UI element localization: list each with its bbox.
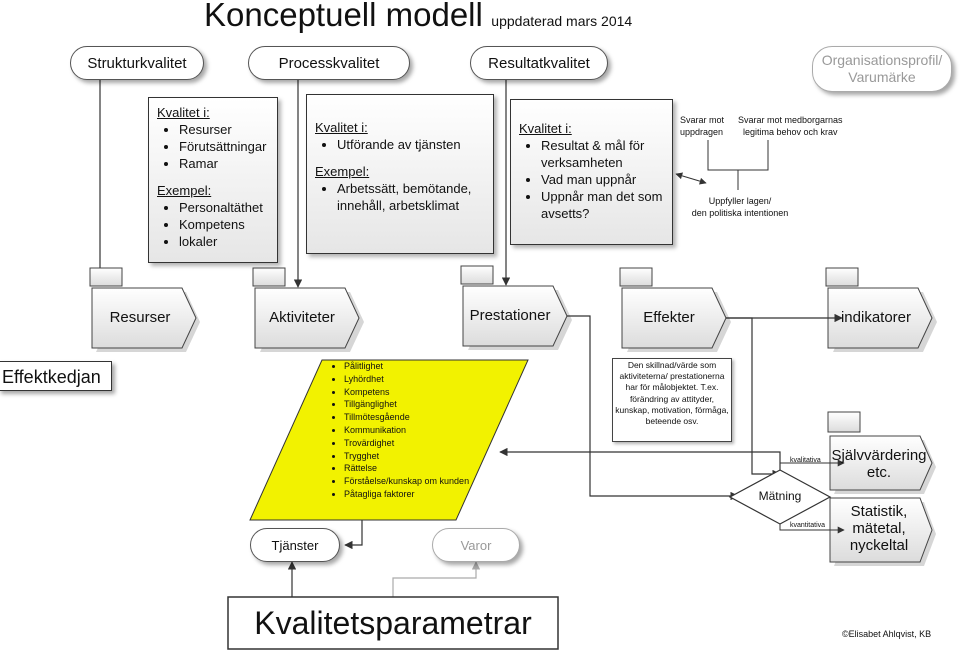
struktur-heading: Kvalitet i: — [157, 105, 210, 120]
chain-label-effekter: Effekter — [643, 309, 695, 326]
label-kvalitativa: kvalitativa — [790, 457, 821, 464]
struktur-item: Resurser — [179, 121, 269, 138]
copyright-credit: ©Elisabet Ahlqvist, KB — [842, 629, 932, 639]
pill-tjanster: Tjänster — [250, 528, 340, 562]
connector-effekter-matning — [726, 317, 781, 479]
connector-matning-sjalvvardering — [779, 459, 845, 470]
parameter-item: Trovärdighet — [344, 437, 476, 450]
chain-shape-prestationer — [460, 265, 572, 350]
output-shape-sjalvvardering — [827, 411, 936, 494]
resultat-item: Vad man uppnår — [541, 171, 664, 188]
struktur-example: Kompetens — [179, 216, 269, 233]
parameter-item: Kompetens — [344, 386, 476, 399]
effekter-note: Den skillnad/värde som aktiviteterna/ pr… — [612, 358, 732, 442]
resultat-item: Resultat & mål för verksamheten — [541, 137, 664, 171]
note-svarar-medborgarna: Svarar mot medborgarnas legitima behov o… — [738, 115, 843, 137]
process-example-heading: Exempel: — [315, 164, 370, 179]
parameter-item: Påtagliga faktorer — [344, 488, 476, 501]
parameter-item: Pålitlighet — [344, 360, 476, 373]
effektkedjan-label: Effektkedjan — [0, 361, 112, 391]
output-label-statistik: Statistik, mätetal, nyckeltal — [849, 503, 909, 554]
struktur-example-heading: Exempel: — [157, 183, 212, 198]
connector-matning-parameters — [499, 447, 781, 474]
output-shape-statistik — [829, 497, 936, 566]
process-examples: Arbetssätt, bemötande, innehåll, arbetsk… — [315, 180, 485, 214]
quality-parameters-shape — [249, 359, 529, 521]
title-block: Konceptuell modell uppdaterad mars 2014 — [204, 0, 632, 34]
pill-resultatkvalitet: Resultatkvalitet — [470, 46, 608, 80]
struktur-example: lokaler — [179, 233, 269, 250]
label-kvantitativa: kvantitativa — [790, 522, 826, 529]
parameter-item: Tillmötesgående — [344, 411, 476, 424]
note-svarar-uppdragen: Svarar mot uppdragen — [680, 115, 725, 137]
pill-varor: Varor — [432, 528, 520, 562]
parameter-item: Kommunikation — [344, 424, 476, 437]
chain-label-aktiviteter: Aktiviteter — [269, 309, 335, 326]
box-processkvalitet: Kvalitet i: Utförande av tjänsten Exempe… — [306, 94, 494, 254]
pill-strukturkvalitet: Strukturkvalitet — [70, 46, 204, 80]
resultat-item: Uppnår man det som avsetts? — [541, 188, 664, 222]
chain-shape-effekter — [619, 267, 731, 352]
connector-matning-statistik — [779, 524, 845, 534]
matning-label: Mätning — [758, 489, 802, 503]
process-example: Arbetssätt, bemötande, innehåll, arbetsk… — [337, 180, 485, 214]
chain-shape-indikatorer — [825, 267, 937, 352]
connector-prestationer-matning — [567, 315, 739, 501]
quality-parameter-list: Pålitlighet Lyhördhet Kompetens Tillgäng… — [326, 360, 476, 501]
struktur-item: Ramar — [179, 155, 269, 172]
process-item: Utförande av tjänsten — [337, 136, 485, 153]
chain-shape-aktiviteter — [252, 267, 364, 352]
struktur-items: Resurser Förutsättningar Ramar — [157, 121, 269, 172]
output-label-sjalvvardering: Självvärdering etc. — [831, 447, 927, 481]
struktur-item: Förutsättningar — [179, 138, 269, 155]
resultat-heading: Kvalitet i: — [519, 121, 572, 136]
chain-shape-resurser — [89, 267, 200, 352]
struktur-example: Personaltäthet — [179, 199, 269, 216]
box-resultatkvalitet: Kvalitet i: Resultat & mål för verksamhe… — [510, 99, 673, 245]
chain-label-indikatorer: indikatorer — [840, 309, 912, 326]
parameter-item: Förståelse/kunskap om kunden — [344, 475, 476, 488]
kvalitetsparametrar-title: Kvalitetsparametrar — [254, 605, 532, 641]
page-subtitle: uppdaterad mars 2014 — [491, 13, 633, 29]
pill-organisationsprofil: Organisationsprofil/ Varumärke — [812, 46, 952, 92]
connector-resultat-bracket — [675, 172, 707, 185]
process-heading: Kvalitet i: — [315, 120, 368, 135]
parameter-item: Rättelse — [344, 462, 476, 475]
connector-kvalitet-varor — [392, 561, 481, 598]
pill-processkvalitet: Processkvalitet — [248, 46, 410, 80]
resultat-items: Resultat & mål för verksamheten Vad man … — [519, 137, 664, 222]
parameter-item: Tillgänglighet — [344, 398, 476, 411]
bracket-lines — [707, 140, 769, 190]
chain-label-prestationer: Prestationer — [469, 307, 551, 324]
page-title: Konceptuell modell — [204, 0, 483, 33]
connector-parameters-tjanster — [344, 520, 363, 550]
note-uppfyller-lagen: Uppfyller lagen/ den politiska intention… — [691, 196, 789, 218]
parameter-item: Lyhördhet — [344, 373, 476, 386]
process-items: Utförande av tjänsten — [315, 136, 485, 153]
chain-label-resurser: Resurser — [109, 309, 171, 326]
struktur-examples: Personaltäthet Kompetens lokaler — [157, 199, 269, 250]
box-strukturkvalitet: Kvalitet i: Resurser Förutsättningar Ram… — [148, 97, 278, 263]
kvalitetsparametrar-frame — [227, 596, 559, 650]
parameter-item: Trygghet — [344, 450, 476, 463]
